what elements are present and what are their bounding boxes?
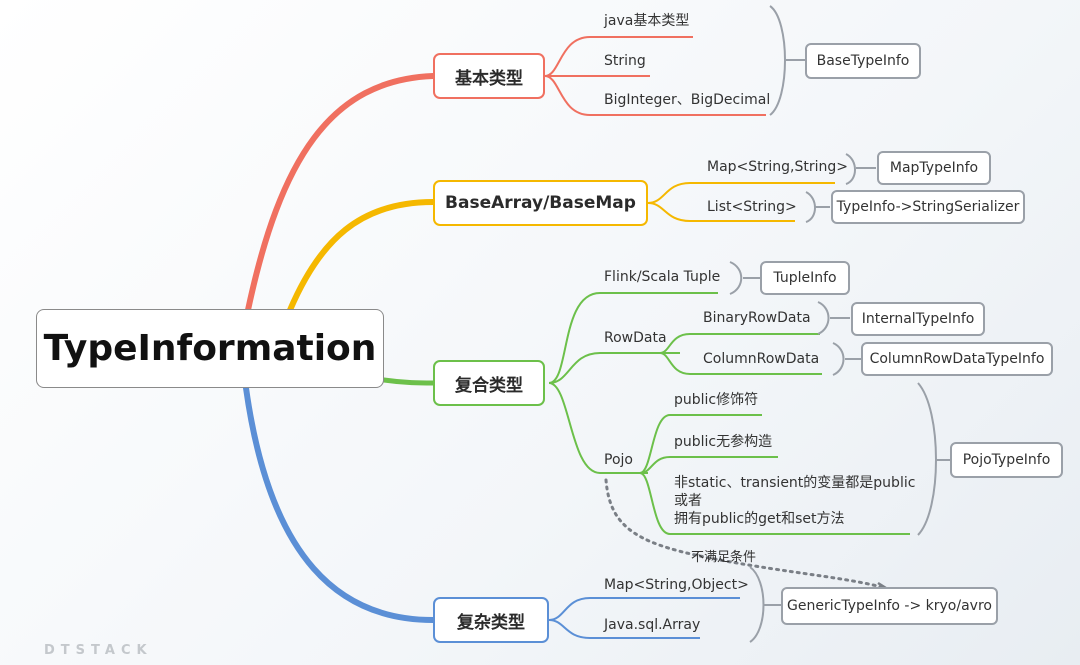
composite-item-rowdata: RowData xyxy=(604,330,667,346)
category-composite: 复合类型 xyxy=(433,360,545,406)
fallback-arrow xyxy=(604,478,887,590)
composite-sub-lines xyxy=(548,292,910,535)
result-maptypeinfo: MapTypeInfo xyxy=(877,151,991,185)
category-array: BaseArray/BaseMap xyxy=(433,180,648,226)
branch-line-complex xyxy=(243,385,436,623)
composite-item-pojo: Pojo xyxy=(604,452,633,468)
basic-item-java: java基本类型 xyxy=(604,13,690,29)
branch-line-basic xyxy=(245,73,436,313)
composite-item-tuple: Flink/Scala Tuple xyxy=(604,269,721,285)
fallback-label: 不满足条件 xyxy=(691,550,757,565)
pojo-item-fields-public: 非static、transient的变量都是public 或者 拥有public… xyxy=(674,475,916,527)
result-columnrowdatatypeinfo: ColumnRowDataTypeInfo xyxy=(861,342,1053,376)
branch-line-composite xyxy=(381,377,436,386)
result-stringserializer: TypeInfo->StringSerializer xyxy=(831,190,1025,224)
basic-item-bignum: BigInteger、BigDecimal xyxy=(604,92,771,108)
result-generictypeinfo: GenericTypeInfo -> kryo/avro xyxy=(781,587,998,625)
complex-item-map: Map<String,Object> xyxy=(604,577,749,593)
basic-item-string: String xyxy=(604,53,646,69)
dtstack-logo: DTSTACK xyxy=(44,643,153,658)
array-item-map: Map<String,String> xyxy=(707,159,849,175)
rowdata-item-column: ColumnRowData xyxy=(703,351,820,367)
array-item-list: List<String> xyxy=(707,199,797,215)
category-basic: 基本类型 xyxy=(433,53,545,99)
basic-bracket xyxy=(769,5,786,116)
pojo-item-public-modifier: public修饰符 xyxy=(674,392,759,408)
result-basetypeinfo: BaseTypeInfo xyxy=(805,43,921,79)
root-node: TypeInformation xyxy=(36,309,384,388)
complex-sub-lines xyxy=(548,597,740,639)
result-internaltypeinfo: InternalTypeInfo xyxy=(851,302,985,336)
result-tupleinfo: TupleInfo xyxy=(760,261,850,295)
complex-item-sqlarray: Java.sql.Array xyxy=(604,617,701,633)
rowdata-item-binary: BinaryRowData xyxy=(703,310,811,326)
pojo-item-noarg-constructor: public无参构造 xyxy=(674,434,773,450)
array-sub-lines xyxy=(647,182,835,222)
branch-line-array xyxy=(287,199,436,313)
result-pojotypeinfo: PojoTypeInfo xyxy=(950,442,1063,478)
category-complex: 复杂类型 xyxy=(433,597,549,643)
basic-sub-lines xyxy=(544,36,766,116)
